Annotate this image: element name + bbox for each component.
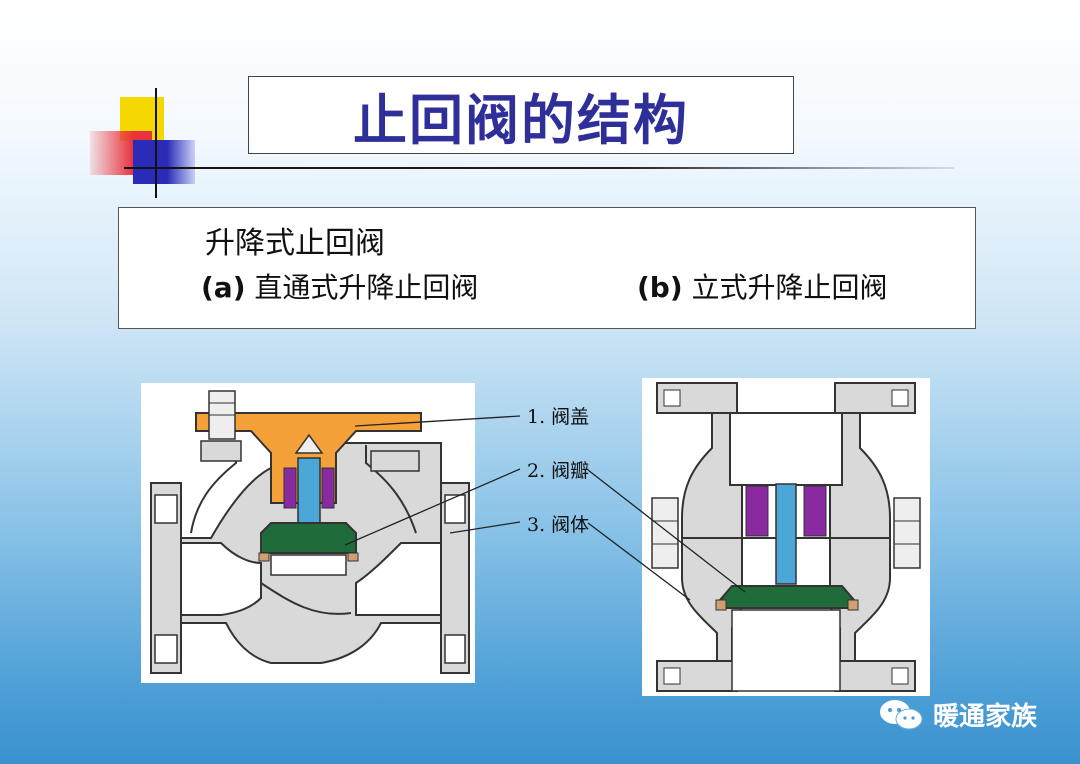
label-bonnet: 1. 阀盖: [527, 406, 590, 428]
vertical-lift-check-valve-diagram: [642, 378, 930, 696]
wechat-icon: [880, 699, 923, 729]
straight-lift-check-valve-diagram: [141, 383, 475, 683]
watermark: 暖通家族: [877, 696, 1037, 733]
slide-title: 止回阀的结构: [353, 87, 689, 152]
label-disc: 2. 阀瓣: [527, 460, 590, 482]
subtitle-heading: 升降式止回阀: [205, 226, 385, 261]
item-a-text: 直通式升降止回阀: [254, 271, 479, 304]
subtitle-box: 升降式止回阀 (a) 直通式升降止回阀 (b) 立式升降止回阀: [118, 207, 976, 329]
label-body: 3. 阀体: [527, 514, 590, 536]
item-b: (b) 立式升降止回阀: [637, 266, 888, 306]
item-a: (a) 直通式升降止回阀: [201, 266, 478, 306]
item-b-text: 立式升降止回阀: [691, 271, 888, 304]
title-box: 止回阀的结构: [248, 76, 794, 154]
watermark-text: 暖通家族: [933, 702, 1038, 732]
decor-blue-square: [133, 140, 195, 184]
decor-vertical-line: [155, 88, 157, 198]
item-b-tag: (b): [637, 271, 683, 304]
item-a-tag: (a): [201, 271, 246, 304]
decor-horizontal-line: [124, 167, 954, 169]
